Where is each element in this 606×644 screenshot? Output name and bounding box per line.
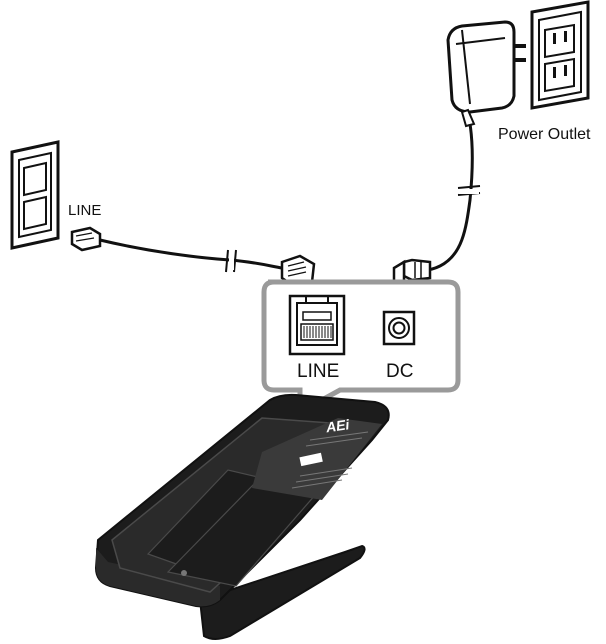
wall-line-label: LINE [68, 202, 101, 219]
wall-jack-icon [10, 140, 60, 250]
power-adapter-icon [446, 20, 526, 128]
dc-jack-icon [382, 310, 416, 346]
line-cord [99, 238, 283, 273]
power-outlet-icon [530, 0, 590, 110]
brand-logo: AEi [324, 416, 351, 435]
rj11-plug-wall-icon [70, 226, 102, 252]
line-port-label: LINE [297, 361, 339, 382]
power-outlet-label: Power Outlet [498, 126, 591, 143]
telephone-base [94, 393, 390, 640]
power-cord [409, 123, 481, 272]
line-port-icon [288, 294, 346, 356]
dc-port-label: DC [386, 361, 413, 382]
